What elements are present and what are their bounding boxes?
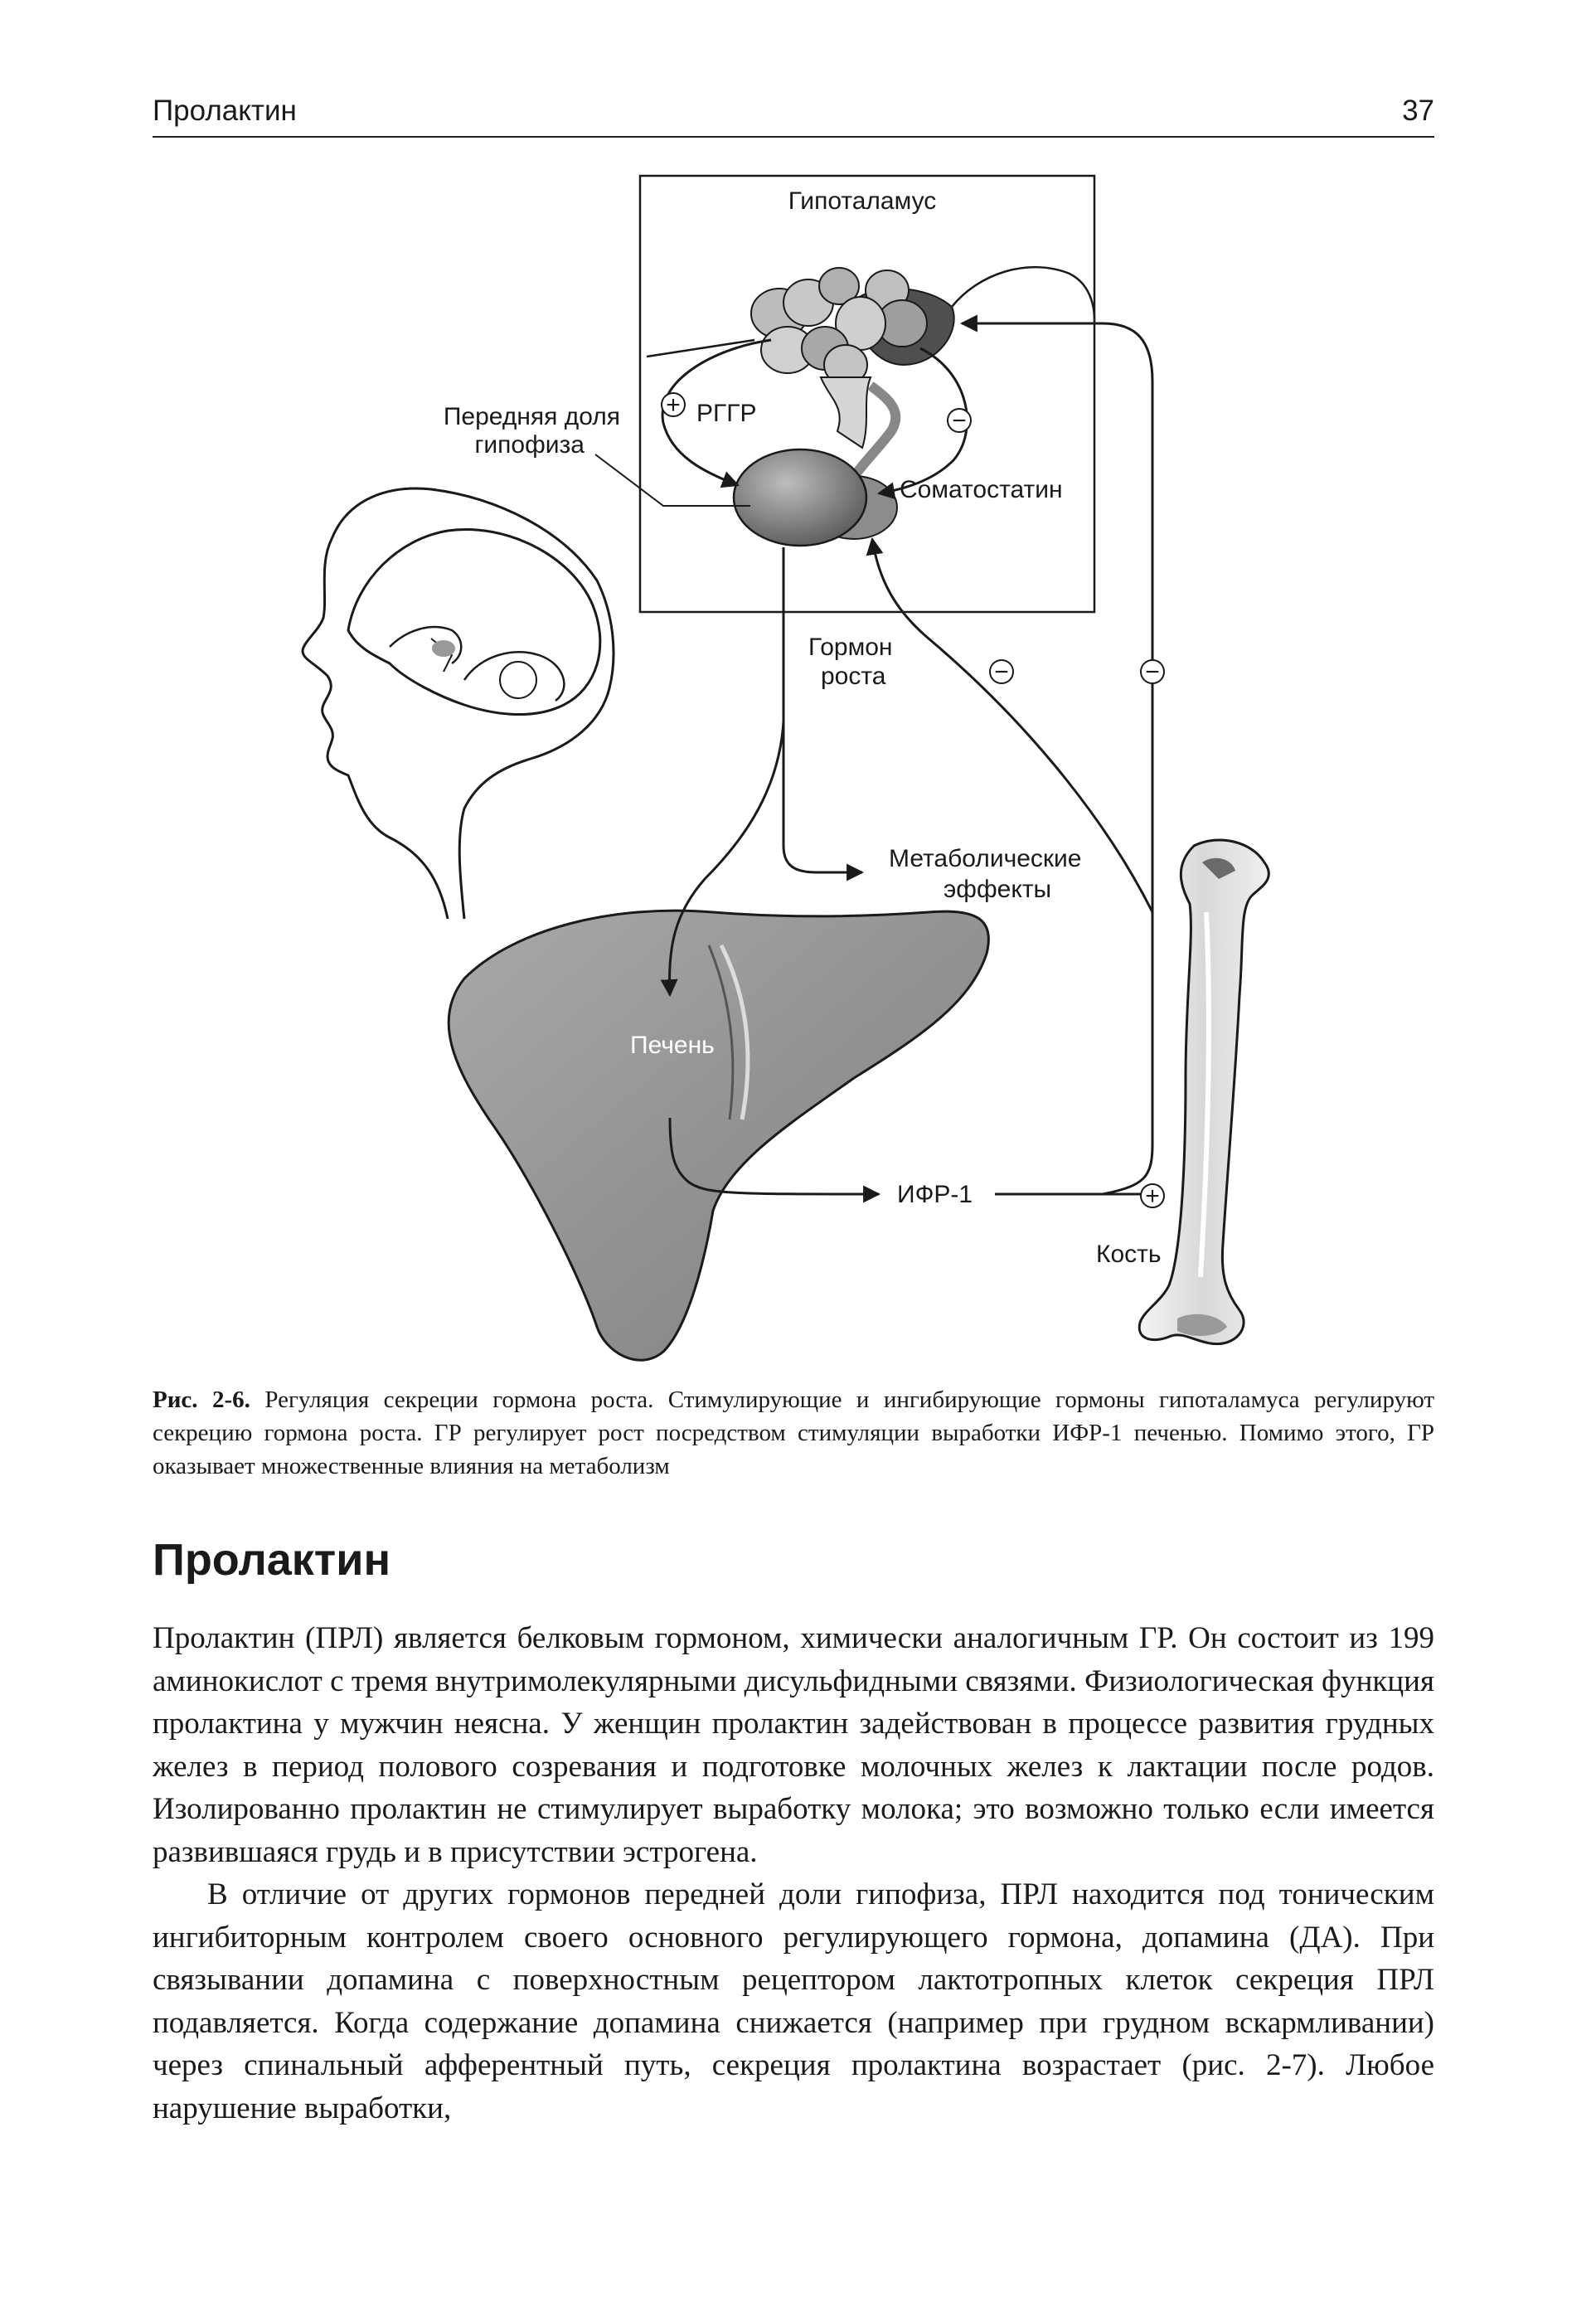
svg-text:+: + [1145, 1183, 1160, 1210]
plus-sign-bone: + [1141, 1183, 1164, 1210]
label-hypothalamus: Гипоталамус [788, 187, 937, 215]
paragraph-2: В отличие от других гормонов передней до… [153, 1873, 1434, 2130]
paragraph-1: Пролактин (ПРЛ) является белковым гормон… [153, 1617, 1434, 1873]
label-growth-hormone-2: роста [821, 663, 886, 690]
label-metabolic-1: Метаболические [889, 845, 1081, 872]
hypothalamus-cluster [751, 268, 954, 477]
svg-text:+: + [666, 391, 681, 419]
label-bone: Кость [1096, 1241, 1162, 1268]
caption-text: Регуляция секреции гормона роста. Стимул… [153, 1387, 1434, 1479]
bone-shape [1139, 840, 1269, 1344]
label-metabolic-2: эффекты [944, 876, 1051, 903]
label-growth-hormone-1: Гормон [808, 634, 892, 661]
svg-text:−: − [994, 658, 1009, 686]
label-liver: Печень [630, 1032, 715, 1059]
label-ghrh: РГГР [696, 400, 757, 427]
label-anterior-pituitary-2: гипофиза [474, 431, 585, 459]
svg-text:−: − [952, 407, 967, 435]
label-anterior-pituitary-1: Передняя доля [444, 403, 620, 430]
figure-caption: Рис. 2-6. Регуляция секреции гормона рос… [153, 1383, 1434, 1483]
section-heading: Пролактин [153, 1532, 391, 1587]
feedback-loop-arrow [952, 267, 1094, 319]
head-silhouette [303, 488, 614, 919]
caption-label: Рис. 2-6. [153, 1387, 250, 1413]
plus-sign-ghrh: + [662, 391, 685, 419]
minus-sign-feedback-pituitary: − [990, 658, 1013, 686]
liver-shape [449, 911, 988, 1360]
minus-sign-feedback-hypothalamus: − [1141, 658, 1164, 686]
body-text: Пролактин (ПРЛ) является белковым гормон… [153, 1617, 1434, 2130]
label-somatostatin: Соматостатин [900, 476, 1063, 503]
growth-hormone-arrow [783, 547, 862, 872]
label-igf1: ИФР-1 [897, 1181, 973, 1208]
figure-growth-hormone-regulation: + − Гипоталамус РГГР Соматостатин Передн… [0, 0, 1596, 1377]
svg-text:−: − [1145, 658, 1160, 686]
igf1-feedback-to-hypothalamus [962, 323, 1152, 1194]
anterior-pituitary [734, 449, 897, 546]
